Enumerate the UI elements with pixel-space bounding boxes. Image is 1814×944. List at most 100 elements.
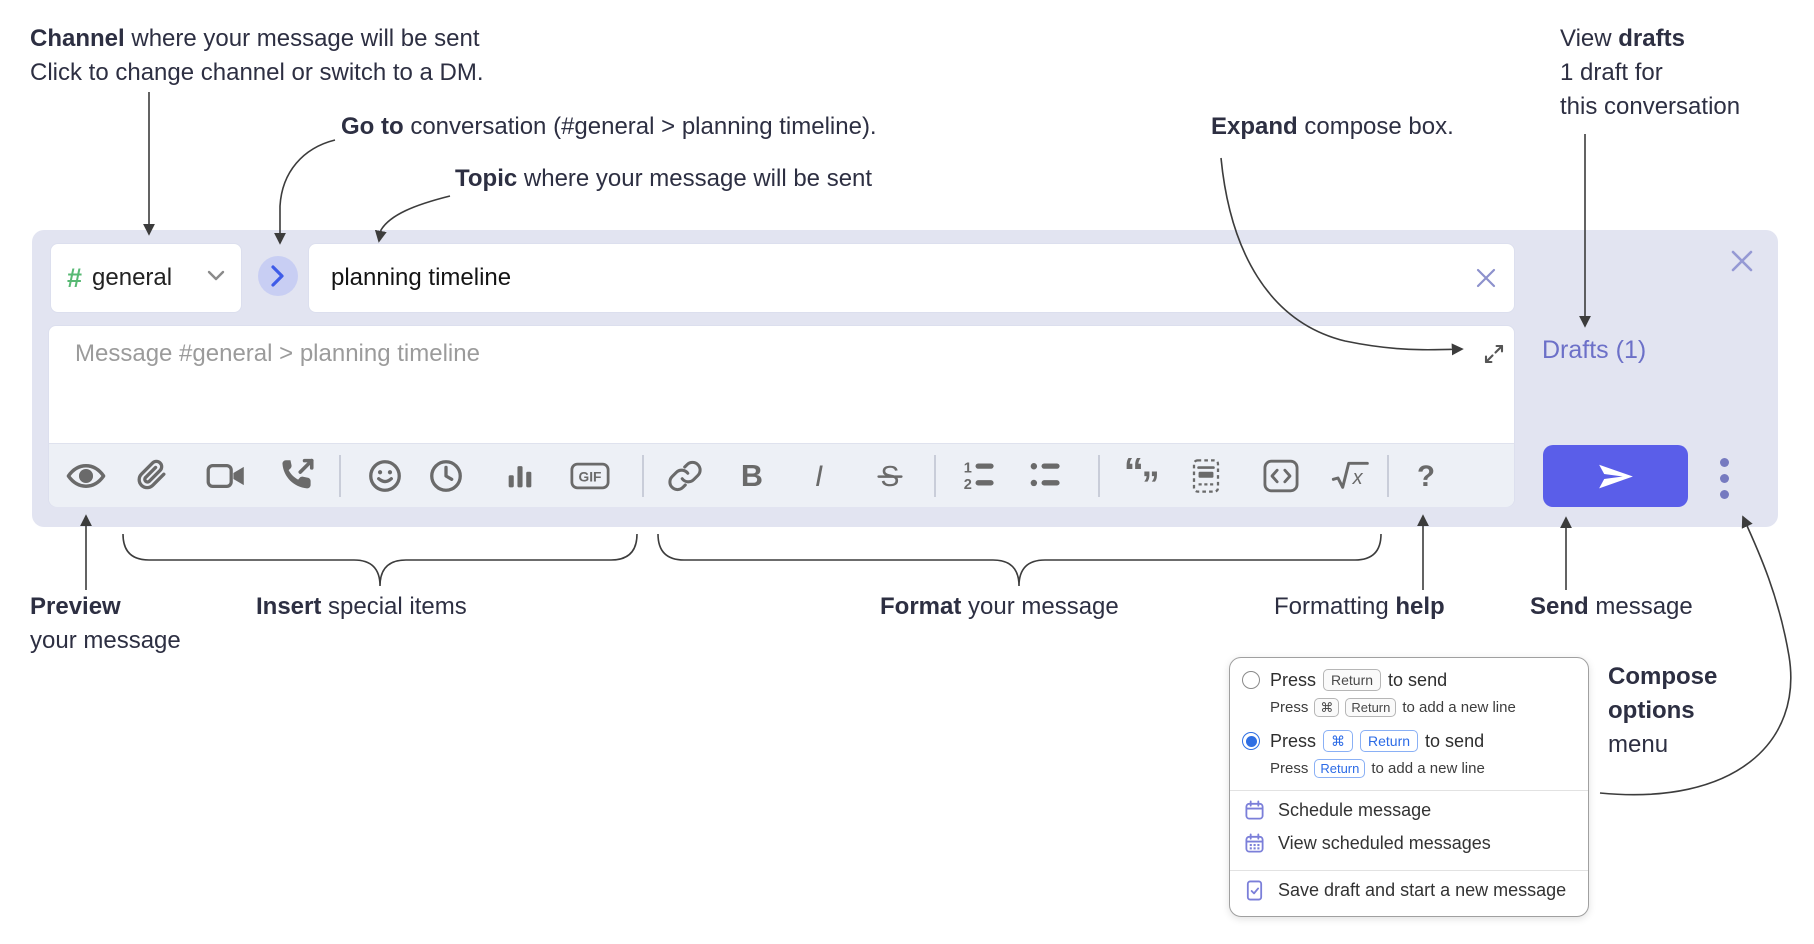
send-option-return[interactable]: Press Return to send Press ⌘ Return to a… bbox=[1230, 658, 1588, 719]
preview-button[interactable] bbox=[63, 453, 109, 499]
radio-checked[interactable] bbox=[1242, 732, 1260, 750]
popup-divider bbox=[1230, 870, 1588, 871]
bulleted-list-icon bbox=[1030, 463, 1060, 487]
topic-input[interactable] bbox=[309, 244, 1514, 312]
spoiler-button[interactable] bbox=[1183, 453, 1229, 499]
paper-plane-icon bbox=[1598, 464, 1633, 488]
bulleted-list-button[interactable] bbox=[1022, 453, 1068, 499]
svg-text:2: 2 bbox=[964, 477, 972, 492]
dot-icon bbox=[1719, 489, 1729, 499]
option-subtext: Press bbox=[1270, 759, 1309, 777]
message-input[interactable] bbox=[73, 338, 1457, 437]
arrow-goto bbox=[274, 139, 336, 245]
poll-button[interactable] bbox=[497, 453, 543, 499]
dot-icon bbox=[1719, 457, 1729, 467]
toolbar-divider bbox=[934, 455, 936, 497]
brace-insert bbox=[122, 533, 638, 587]
menu-item-schedule-message[interactable]: Schedule message bbox=[1230, 794, 1588, 827]
note-format: Format your message bbox=[880, 593, 1119, 620]
drafts-link[interactable]: Drafts (1) bbox=[1542, 336, 1647, 364]
draft-check-icon bbox=[1246, 880, 1263, 901]
note-formatting-help: Formatting help bbox=[1274, 593, 1445, 620]
svg-text:GIF: GIF bbox=[579, 470, 602, 485]
gif-button[interactable]: GIF bbox=[567, 453, 613, 499]
option-subtext: to add a new line bbox=[1371, 759, 1485, 777]
option-text: Press bbox=[1270, 669, 1317, 690]
channel-hash-icon: # bbox=[67, 262, 83, 293]
note-channel-sub: Click to change channel or switch to a D… bbox=[30, 59, 484, 86]
cmd-key: ⌘ bbox=[1323, 730, 1354, 752]
radio-unchecked[interactable] bbox=[1242, 671, 1260, 689]
message-panel: GIF B bbox=[48, 325, 1515, 507]
link-button[interactable] bbox=[662, 453, 708, 499]
paperclip-icon bbox=[137, 459, 166, 490]
quote-button[interactable]: “ ” bbox=[1121, 453, 1167, 499]
note-insert: Insert special items bbox=[256, 593, 467, 620]
quote-icon: “ ” bbox=[1124, 458, 1160, 494]
code-button[interactable] bbox=[1258, 453, 1304, 499]
menu-item-save-draft[interactable]: Save draft and start a new message bbox=[1230, 874, 1588, 907]
expand-icon bbox=[1484, 344, 1504, 363]
svg-text:?: ? bbox=[1417, 460, 1435, 493]
svg-text:1: 1 bbox=[964, 461, 972, 477]
option-subtext: to add a new line bbox=[1402, 698, 1516, 716]
italic-icon: I bbox=[815, 460, 823, 493]
formatting-help-button[interactable]: ? bbox=[1403, 453, 1449, 499]
compose-options-menu-button[interactable] bbox=[1708, 452, 1740, 504]
menu-item-label: Schedule message bbox=[1278, 800, 1432, 820]
chevron-right-icon bbox=[271, 265, 284, 287]
channel-selector[interactable]: # general bbox=[50, 243, 242, 313]
send-button[interactable] bbox=[1543, 445, 1688, 507]
note-send: Send message bbox=[1530, 593, 1693, 620]
send-option-cmd-return[interactable]: Press ⌘ Return to send Press Return to a… bbox=[1230, 719, 1588, 780]
expand-compose-button[interactable] bbox=[1479, 340, 1509, 370]
global-time-button[interactable] bbox=[423, 453, 469, 499]
video-call-button[interactable] bbox=[203, 453, 249, 499]
compose-toolbar: GIF B bbox=[49, 443, 1514, 507]
menu-item-view-scheduled[interactable]: View scheduled messages bbox=[1230, 827, 1588, 860]
clear-topic-button[interactable] bbox=[1472, 265, 1500, 293]
eye-icon bbox=[66, 464, 106, 488]
math-button[interactable]: x bbox=[1327, 453, 1373, 499]
compose-box: # general Drafts (1) bbox=[32, 230, 1778, 527]
bold-button[interactable]: B bbox=[729, 453, 775, 499]
go-to-conversation-button[interactable] bbox=[258, 256, 298, 296]
voice-call-button[interactable] bbox=[274, 453, 320, 499]
note-drafts-line2: 1 draft for bbox=[1560, 59, 1663, 86]
popup-divider bbox=[1230, 790, 1588, 791]
link-icon bbox=[668, 460, 702, 492]
option-text: to send bbox=[1388, 669, 1448, 690]
chevron-down-icon bbox=[207, 269, 225, 287]
cmd-key: ⌘ bbox=[1314, 697, 1340, 717]
compose-options-popup: Press Return to send Press ⌘ Return to a… bbox=[1229, 657, 1589, 917]
strikethrough-button[interactable]: S bbox=[867, 453, 913, 499]
close-icon bbox=[1476, 268, 1496, 288]
strikethrough-icon: S bbox=[877, 461, 903, 493]
svg-text:I: I bbox=[815, 460, 823, 493]
numbered-list-button[interactable]: 1 2 bbox=[956, 453, 1002, 499]
note-view-drafts: View drafts bbox=[1560, 25, 1685, 52]
svg-text:B: B bbox=[741, 459, 763, 493]
toolbar-divider bbox=[1387, 455, 1389, 497]
attach-file-button[interactable] bbox=[129, 453, 175, 499]
topic-input-wrap bbox=[308, 243, 1515, 313]
bar-chart-icon bbox=[508, 466, 532, 488]
menu-item-label: Save draft and start a new message bbox=[1278, 880, 1567, 900]
question-mark-icon: ? bbox=[1417, 460, 1435, 493]
svg-text:x: x bbox=[1352, 467, 1364, 489]
return-key: Return bbox=[1345, 697, 1397, 717]
menu-item-label: View scheduled messages bbox=[1278, 833, 1491, 853]
emoji-button[interactable] bbox=[362, 453, 408, 499]
toolbar-divider bbox=[1098, 455, 1100, 497]
calendar-icon bbox=[1245, 800, 1264, 820]
close-compose-button[interactable] bbox=[1724, 244, 1760, 280]
svg-text:”: ” bbox=[1142, 463, 1160, 494]
brace-format bbox=[657, 533, 1382, 587]
return-key: Return bbox=[1314, 758, 1366, 778]
svg-text:“: “ bbox=[1124, 458, 1144, 494]
italic-button[interactable]: I bbox=[796, 453, 842, 499]
option-text: to send bbox=[1425, 730, 1485, 751]
